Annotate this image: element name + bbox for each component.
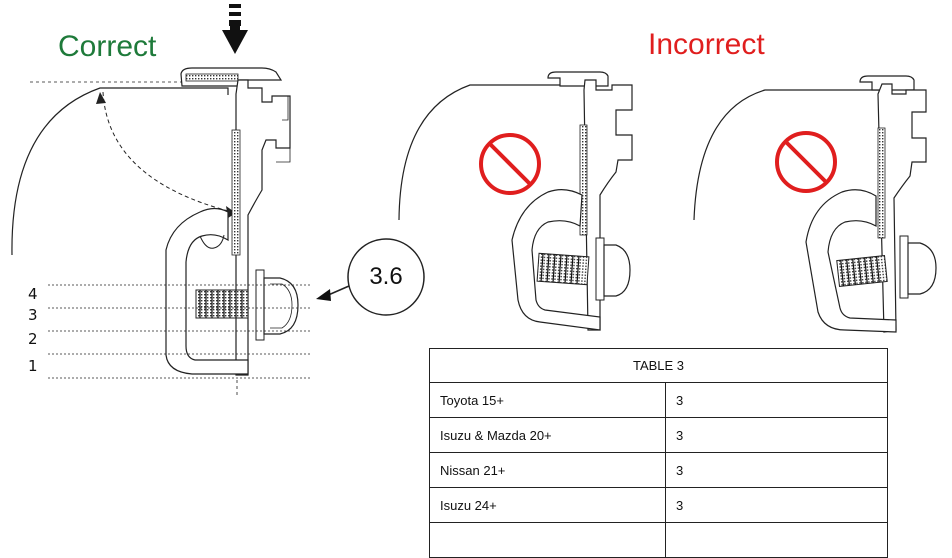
j-hook: [165, 207, 249, 375]
j-hook-2: [805, 189, 897, 333]
table-cell-model: Isuzu 24+: [429, 487, 666, 523]
table-cell-model: Isuzu & Mazda 20+: [429, 417, 666, 453]
table-title: TABLE 3: [429, 348, 888, 383]
callout-label: 3.6: [369, 263, 403, 290]
table-row: [429, 522, 888, 558]
knob: [263, 277, 299, 335]
incorrect-diagram-1: [398, 71, 633, 331]
correct-heading: Correct: [58, 30, 157, 63]
clamp-bar: [235, 79, 291, 376]
j-hook-1: [511, 189, 601, 331]
callout: [316, 238, 425, 316]
no-entry-icon: [479, 133, 541, 195]
level-3-label: 3: [28, 306, 38, 324]
rotation-arrow-head: [96, 92, 106, 104]
table-row: Isuzu 24+ 3: [429, 487, 888, 523]
table-cell-value: 3: [665, 417, 888, 453]
no-entry-icon: [775, 131, 837, 193]
incorrect-diagram-2: [693, 75, 937, 333]
level-4-label: 4: [28, 285, 38, 303]
incorrect-heading: Incorrect: [648, 28, 765, 61]
level-2-label: 2: [28, 330, 38, 348]
washer: [255, 269, 265, 341]
level-lines: [48, 284, 312, 379]
level-1-label: 1: [28, 357, 38, 375]
table-row: Isuzu & Mazda 20+ 3: [429, 417, 888, 453]
spec-table: TABLE 3 Toyota 15+ 3 Isuzu & Mazda 20+ 3…: [429, 348, 888, 558]
rubber-pad: [185, 73, 239, 82]
threaded-bolt: [195, 289, 249, 319]
table-cell-value: 3: [665, 487, 888, 523]
vehicle-body-outline-2: [693, 89, 882, 221]
table-cell-model: [429, 522, 666, 558]
vehicle-body-outline-1: [398, 84, 585, 221]
table-row: Nissan 21+ 3: [429, 452, 888, 488]
table-cell-model: Nissan 21+: [429, 452, 666, 488]
table-cell-value: [665, 522, 888, 558]
down-arrow-icon: [222, 4, 248, 54]
vehicle-body-outline: [11, 87, 229, 256]
rotation-path: [102, 91, 233, 213]
callout-circle: [347, 238, 425, 316]
foam-pad: [231, 129, 241, 256]
table-row: Toyota 15+ 3: [429, 382, 888, 418]
correct-diagram: [11, 4, 312, 395]
installation-diagram: [11, 4, 937, 395]
table-cell-value: 3: [665, 452, 888, 488]
callout-arrow-icon: [316, 289, 331, 301]
table-cell-model: Toyota 15+: [429, 382, 666, 418]
table-cell-value: 3: [665, 382, 888, 418]
clamp-bar-2: [877, 83, 927, 333]
